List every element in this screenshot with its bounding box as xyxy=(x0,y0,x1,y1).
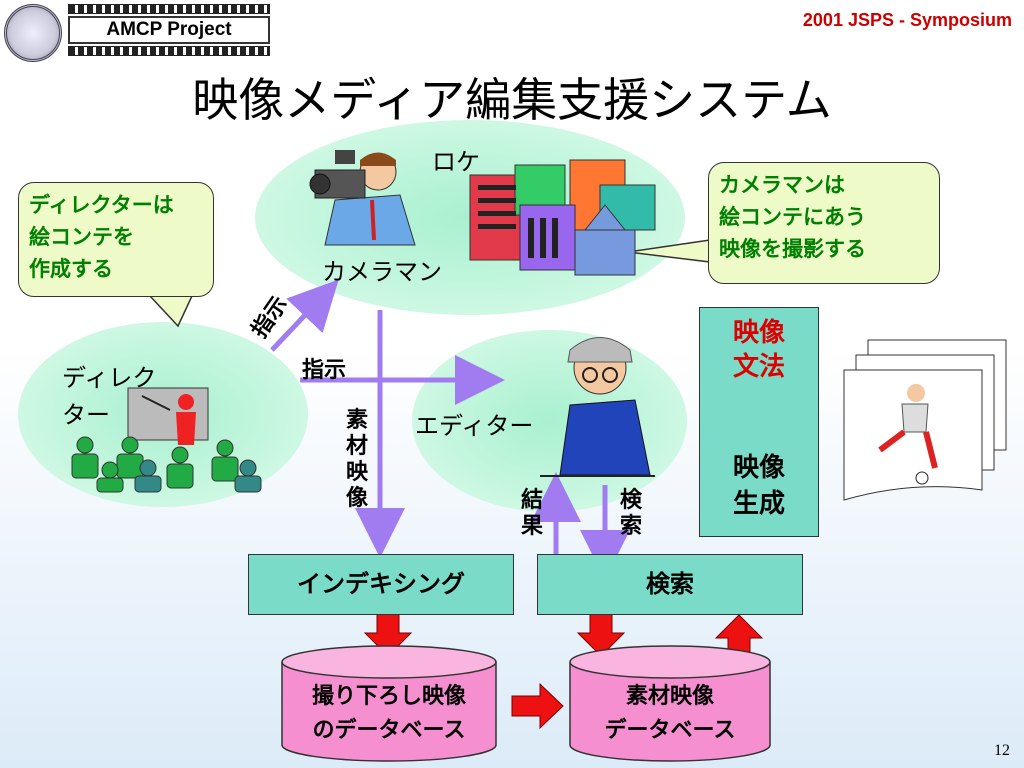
director-label-line2: ター xyxy=(62,401,110,429)
film-strip-bottom xyxy=(68,46,270,56)
director-callout: ディレクターは 絵コンテを 作成する xyxy=(18,182,214,297)
cameraman-label: カメラマン xyxy=(322,258,442,286)
instruct-horizontal-label: 指示 xyxy=(302,358,347,383)
amcp-logo: AMCP Project xyxy=(68,4,270,56)
university-seal-logo xyxy=(4,4,62,62)
result-label: 結 果 xyxy=(520,488,543,539)
director-label-line1: ディレク xyxy=(62,364,157,392)
red-arrow-right-db xyxy=(511,682,564,730)
cameraman-callout-tail xyxy=(627,239,711,263)
material-video-database xyxy=(569,645,771,762)
grammar-title: 映像 文法 xyxy=(732,318,785,382)
location-label: ロケ xyxy=(432,148,480,176)
search-vertical-label: 検 索 xyxy=(619,488,642,539)
material-video-label: 素 材 映 像 xyxy=(345,408,368,511)
editor-illustration xyxy=(540,337,655,477)
raw-db-label: 撮り下ろし映像 のデータベース xyxy=(311,684,466,743)
symposium-label: 2001 JSPS - Symposium xyxy=(802,10,1012,30)
instruct-arrow-diagonal xyxy=(270,279,339,352)
red-arrow-down-search xyxy=(576,613,626,657)
material-db-label: 素材映像 データベース xyxy=(604,684,736,743)
cameraman-callout: カメラマンは 絵コンテにあう 映像を撮影する xyxy=(708,162,940,284)
page-number: 12 xyxy=(994,742,1010,759)
red-arrow-down-index xyxy=(363,613,413,657)
search-box: 検索 xyxy=(537,554,803,615)
buildings-illustration xyxy=(469,159,656,276)
video-generation-label: 映像 生成 xyxy=(732,453,785,519)
editor-label: エディター xyxy=(415,412,534,440)
logo-text: AMCP Project xyxy=(68,16,270,44)
slide-title: 映像メディア編集支援システム xyxy=(192,73,832,127)
indexing-box: インデキシング xyxy=(248,554,514,615)
video-output-documents xyxy=(843,339,1007,501)
video-grammar-box: 映像 文法 映像 生成 xyxy=(699,307,819,537)
cameraman-illustration xyxy=(309,150,416,246)
director-illustration xyxy=(71,387,262,493)
raw-video-database xyxy=(281,645,497,762)
director-callout-tail xyxy=(148,295,194,328)
film-strip-top xyxy=(68,4,270,14)
